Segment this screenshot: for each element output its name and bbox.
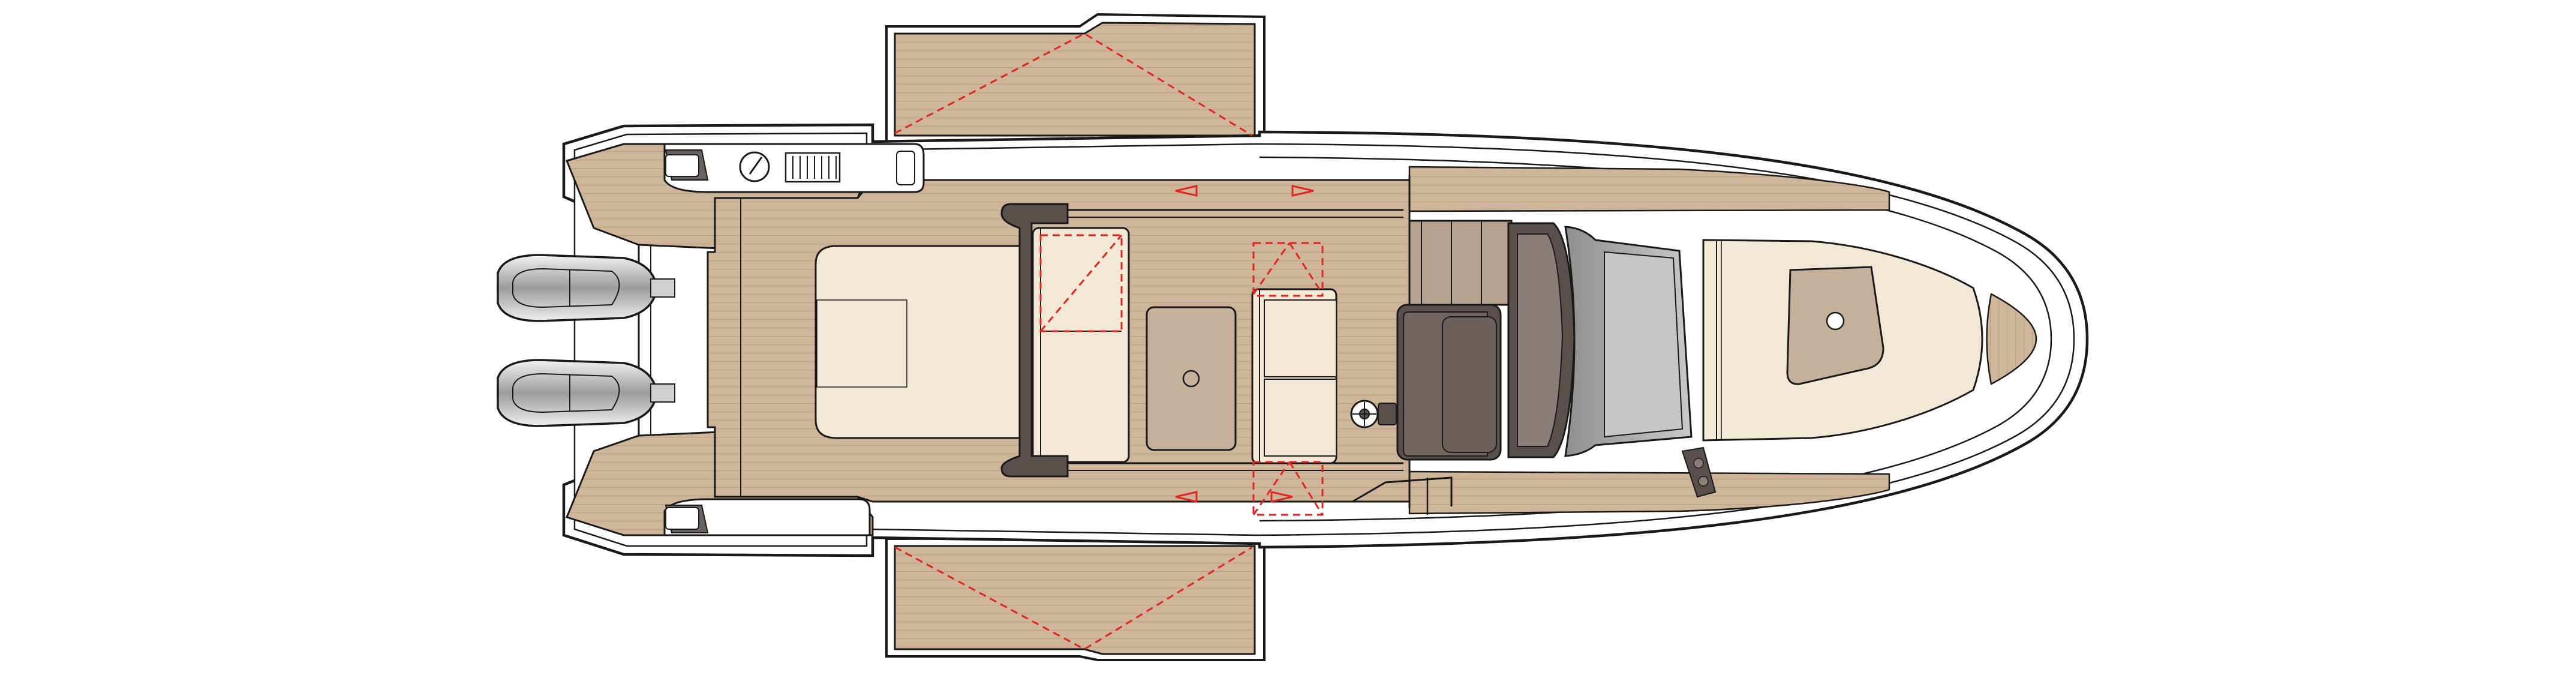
triangle-arrow-icon [1175, 185, 1314, 503]
starboard-fold-out-platform [885, 536, 1266, 661]
port-fold-out-platform [885, 13, 1266, 145]
helm-seat [1396, 304, 1502, 461]
outboard-motor-starboard [497, 359, 675, 427]
outboard-motor-port [497, 254, 675, 322]
vent-grille-icon [784, 152, 841, 183]
cockpit-table [1146, 306, 1237, 451]
console-steps [1408, 220, 1513, 306]
steering-wheel-icon [1350, 400, 1397, 428]
console-dash [1507, 222, 1576, 458]
double-seat-backrest [1251, 288, 1337, 464]
windscreen [1564, 226, 1693, 457]
starboard-transom-locker [663, 498, 871, 536]
cockpit-bench [1032, 227, 1130, 463]
drain-icon [1681, 446, 1717, 498]
bow-hatch [1786, 266, 1884, 385]
fold-markers [894, 32, 1324, 650]
t-top-frame [1000, 203, 1403, 478]
aft-sun-pad [814, 245, 1021, 439]
side-gate [1352, 476, 1453, 506]
gauge-icon [739, 151, 770, 182]
